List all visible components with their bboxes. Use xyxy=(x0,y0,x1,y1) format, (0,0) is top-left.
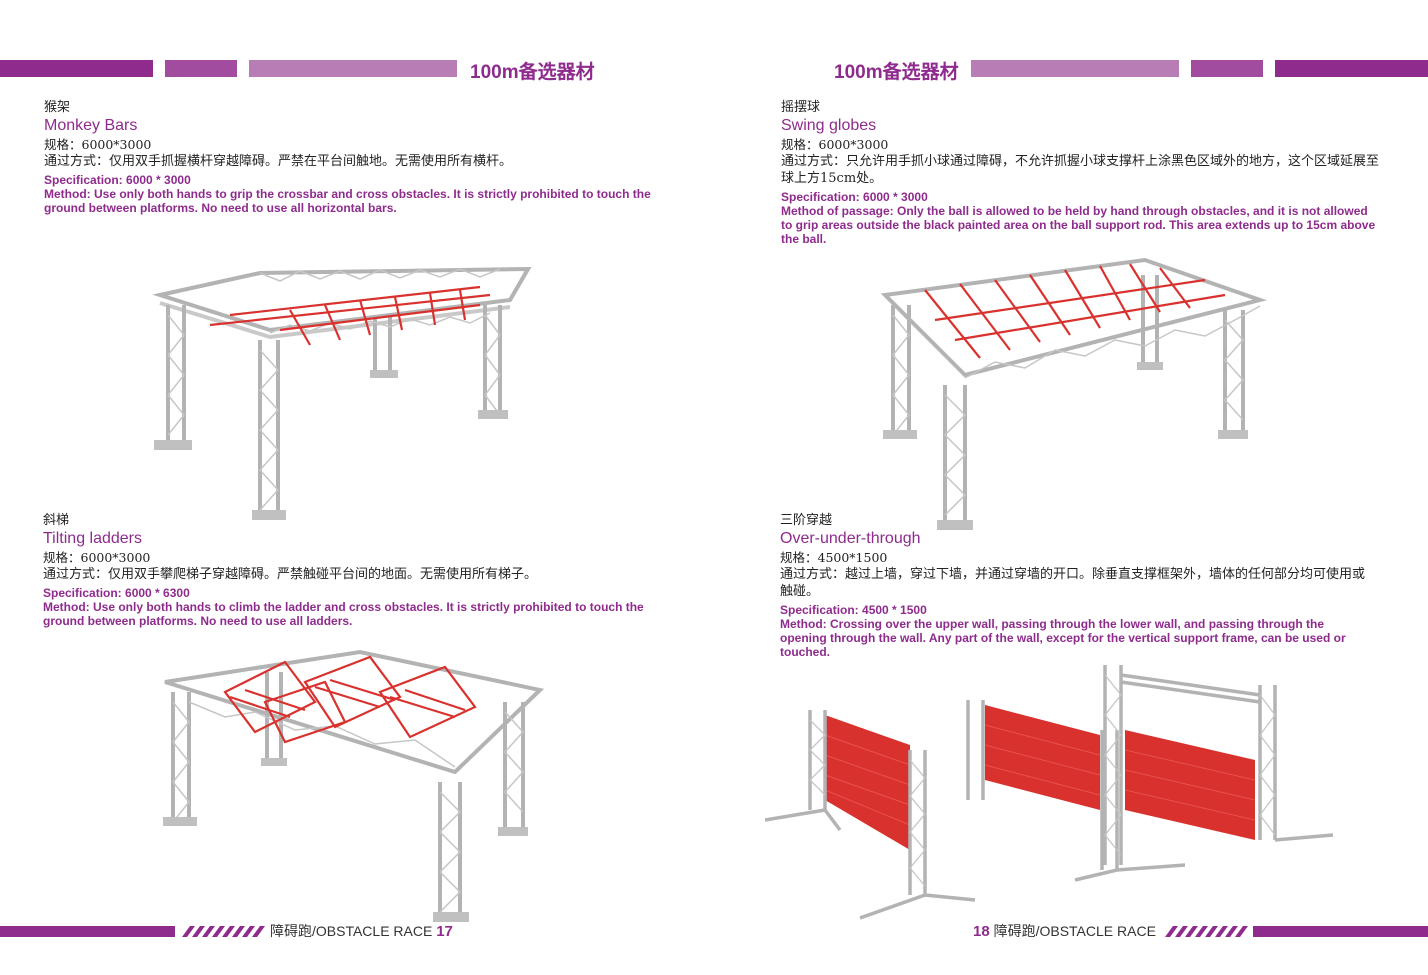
footer-right-label: 障碍跑/OBSTACLE RACE xyxy=(993,923,1156,939)
monkey-zh-title: 猴架 xyxy=(44,100,71,115)
header-title-left: 100m备选器材 xyxy=(470,62,595,83)
over-zh-spec: 规格：4500*1500 xyxy=(780,550,888,565)
section-monkey-bars: 猴架 Monkey Bars 规格：6000*3000 通过方式：仅用双手抓握横… xyxy=(44,99,654,215)
footer-stripes-right xyxy=(1165,926,1428,937)
over-zh-title: 三阶穿越 xyxy=(780,513,833,528)
header-bar-right-1 xyxy=(971,60,1179,77)
monkey-zh-method: 通过方式：仅用双手抓握横杆穿越障碍。严禁在平台间触地。无需使用所有横杆。 xyxy=(44,154,513,169)
ladders-zh-method: 通过方式：仅用双手攀爬梯子穿越障碍。严禁触碰平台间的地面。无需使用所有梯子。 xyxy=(43,567,538,582)
section-swing-globes: 摇摆球 Swing globes 规格：6000*3000 通过方式：只允许用手… xyxy=(781,99,1381,246)
over-zh-method: 通过方式：越过上墙，穿过下墙，并通过穿墙的开口。除垂直支撑框架外，墙体的任何部分… xyxy=(780,567,1366,599)
swing-en-method: Method of passage: Only the ball is allo… xyxy=(781,204,1376,246)
monkey-bars-illustration xyxy=(152,266,532,520)
page-number-left: 17 xyxy=(436,923,453,940)
section-tilting-ladders: 斜梯 Tilting ladders 规格：6000*3000 通过方式：仅用双… xyxy=(43,512,653,628)
header-bar-left-1 xyxy=(0,60,153,77)
footer-left-label: 障碍跑/OBSTACLE RACE xyxy=(270,923,433,939)
monkey-zh-spec: 规格：6000*3000 xyxy=(44,137,152,152)
monkey-en-method: Method: Use only both hands to grip the … xyxy=(44,187,651,215)
swing-en-spec: Specification: 6000 * 3000 xyxy=(781,190,928,204)
over-en-method: Method: Crossing over the upper wall, pa… xyxy=(780,617,1346,659)
header-bar-left-2 xyxy=(165,60,237,77)
swing-en-title: Swing globes xyxy=(781,117,877,134)
footer-stripes-left xyxy=(0,926,265,937)
swing-zh-title: 摇摆球 xyxy=(781,100,821,115)
swing-globes-illustration xyxy=(880,257,1267,530)
over-en-spec: Specification: 4500 * 1500 xyxy=(780,603,927,617)
ladders-en-spec: Specification: 6000 * 6300 xyxy=(43,586,190,600)
tilting-ladders-illustration xyxy=(163,649,545,922)
over-en-title: Over-under-through xyxy=(780,530,921,547)
header-title-right: 100m备选器材 xyxy=(834,62,959,83)
header-bar-right-2 xyxy=(1191,60,1263,77)
ladders-zh-spec: 规格：6000*3000 xyxy=(43,550,151,565)
header-bar-right-3 xyxy=(1275,60,1428,77)
monkey-en-spec: Specification: 6000 * 3000 xyxy=(44,173,191,187)
over-under-through-illustration xyxy=(765,665,1334,920)
section-over-under-through: 三阶穿越 Over-under-through 规格：4500*1500 通过方… xyxy=(780,512,1365,659)
swing-zh-spec: 规格：6000*3000 xyxy=(781,137,889,152)
page-number-right: 18 xyxy=(973,923,990,940)
footer-left: 障碍跑/OBSTACLE RACE 17 xyxy=(270,921,453,941)
swing-zh-method: 通过方式：只允许用手抓小球通过障碍，不允许抓握小球支撑杆上涂黑色区域外的地方，这… xyxy=(781,154,1380,186)
header-bar-left-3 xyxy=(249,60,457,77)
footer-right: 18 障碍跑/OBSTACLE RACE xyxy=(973,921,1156,941)
monkey-en-title: Monkey Bars xyxy=(44,117,138,134)
ladders-zh-title: 斜梯 xyxy=(43,513,70,528)
ladders-en-title: Tilting ladders xyxy=(43,530,143,547)
ladders-en-method: Method: Use only both hands to climb the… xyxy=(43,600,644,628)
